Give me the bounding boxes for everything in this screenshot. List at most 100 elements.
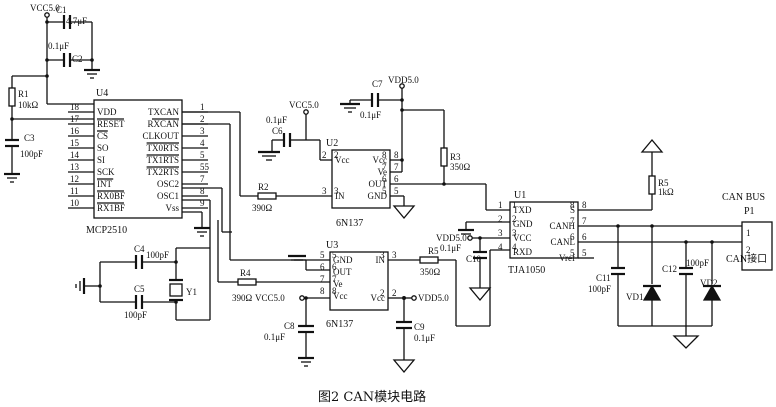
u1-ref: U1 bbox=[514, 190, 526, 201]
u3-pin-name: Ve bbox=[333, 279, 343, 289]
u1-pin-8: 8S bbox=[570, 200, 575, 215]
ground-symbol-c7 bbox=[340, 102, 360, 113]
r1-resistor bbox=[8, 87, 16, 107]
r2-resistor bbox=[257, 192, 277, 200]
u1-pin-number: 7 bbox=[570, 216, 575, 226]
c1-ref: C1 bbox=[56, 5, 67, 15]
u3-pin-7-number: 7 bbox=[320, 274, 325, 284]
c5-value: 100pF bbox=[124, 310, 147, 320]
u4-ref: U4 bbox=[96, 88, 108, 99]
y1-crystal bbox=[169, 283, 183, 297]
u3-pin-number: 5 bbox=[332, 250, 337, 260]
p1-pin-2: 2 bbox=[746, 245, 751, 255]
u2-pin-number: 8 bbox=[382, 150, 387, 160]
u1-pin-1-number: 1 bbox=[498, 200, 503, 210]
c2-ref: C2 bbox=[72, 54, 83, 64]
u4-pin-name: Vss bbox=[165, 203, 179, 213]
u4-pin-name: TX2RTS bbox=[147, 167, 179, 177]
c9-value: 0.1μF bbox=[414, 333, 435, 343]
u1-pin-name: Vref bbox=[559, 253, 575, 263]
c7-value: 0.1μF bbox=[360, 110, 381, 120]
u3-pin-name: IN bbox=[376, 255, 386, 265]
u1-body bbox=[509, 201, 579, 259]
ground-symbol-c1c2 bbox=[84, 68, 100, 79]
u3-pin-6-number: 6 bbox=[320, 262, 325, 272]
u4-pin-number: 3 bbox=[200, 126, 205, 136]
u1-pin-name: RXD bbox=[513, 247, 533, 257]
ground-symbol-c10 bbox=[468, 287, 492, 302]
vdd-label-u1: VDD5.0 bbox=[436, 233, 467, 243]
u3-pin-5-number: 5 bbox=[320, 250, 325, 260]
u2-pin-number: 6 bbox=[382, 174, 387, 184]
u1-pin-2-number: 2 bbox=[498, 214, 503, 224]
c8-value: 0.1μF bbox=[264, 332, 285, 342]
u3-pin-number: 2 bbox=[380, 288, 385, 298]
vcc-label-u2: VCC5.0 bbox=[289, 100, 319, 110]
u2-pin-number: 5 bbox=[382, 186, 387, 196]
u4-pin-name: OSC1 bbox=[157, 191, 179, 201]
u4-pin-name: OSC2 bbox=[157, 179, 179, 189]
can-bus-label: CAN BUS bbox=[722, 192, 765, 203]
u1-pin-5-number: 5 bbox=[582, 248, 587, 258]
u2-pin-name: Vcc bbox=[373, 155, 388, 165]
u4-pin-name: SI bbox=[97, 155, 105, 165]
c12-value: 100pF bbox=[686, 258, 709, 268]
u4-pin-name: SCK bbox=[97, 167, 115, 177]
u2-pin-8-number: 8 bbox=[394, 150, 399, 160]
u4-pin-name: RX1BF bbox=[97, 203, 125, 213]
u2-pin-number: 3 bbox=[334, 186, 339, 196]
u2-pin-name: Vcc bbox=[335, 155, 350, 165]
u1-tja1050: U1 TJA1050 1TXD2GND3VCC4RXD8S7CANH6CANL5… bbox=[498, 190, 587, 276]
ground-symbol-c3 bbox=[4, 172, 20, 183]
u1-pin-number: 4 bbox=[512, 242, 517, 252]
c10-value: 0.1μF bbox=[440, 243, 461, 253]
u1-pin-name: S bbox=[570, 205, 575, 215]
u3-pin-3: 3IN bbox=[376, 250, 386, 265]
ground-symbol-u3 bbox=[288, 254, 306, 261]
u1-pin-3-number: 3 bbox=[498, 228, 503, 238]
r4-resistor bbox=[237, 278, 257, 286]
u3-part: 6N137 bbox=[326, 319, 353, 330]
r4-ref: R4 bbox=[240, 268, 251, 278]
u4-part: MCP2510 bbox=[86, 225, 127, 236]
u2-pin-7-number: 7 bbox=[394, 162, 399, 172]
c8-ref: C8 bbox=[284, 321, 295, 331]
r5-resistor bbox=[419, 256, 439, 264]
c5-ref: C5 bbox=[134, 284, 145, 294]
u3-pin-number: 6 bbox=[332, 262, 337, 272]
c2-value: 0.1μF bbox=[48, 41, 69, 51]
u4-pin-number: 18 bbox=[70, 102, 80, 112]
c3-ref: C3 bbox=[24, 133, 35, 143]
u4-pin-number: 12 bbox=[70, 174, 79, 184]
u1-pin-number: 2 bbox=[512, 214, 517, 224]
u2-part: 6N137 bbox=[336, 218, 363, 229]
u3-pin-number: 3 bbox=[380, 250, 385, 260]
c4-ref: C4 bbox=[134, 244, 145, 254]
u2-body bbox=[331, 149, 391, 209]
u1-pin-name: TXD bbox=[513, 205, 532, 215]
u2-pin-number: 7 bbox=[382, 162, 387, 172]
u1-pin-number: 3 bbox=[512, 228, 517, 238]
u4-pin-number: 4 bbox=[200, 138, 205, 148]
vdd-label-u2: VDD5.0 bbox=[388, 75, 419, 85]
u4-pin-name: SO bbox=[97, 143, 109, 153]
u3-pin-2-number: 2 bbox=[392, 288, 397, 298]
c7-ref: C7 bbox=[372, 79, 383, 89]
ground-symbol-c9 bbox=[392, 359, 416, 374]
u2-pin-name: GND bbox=[368, 191, 388, 201]
u2-pin-2-number: 2 bbox=[322, 150, 327, 160]
